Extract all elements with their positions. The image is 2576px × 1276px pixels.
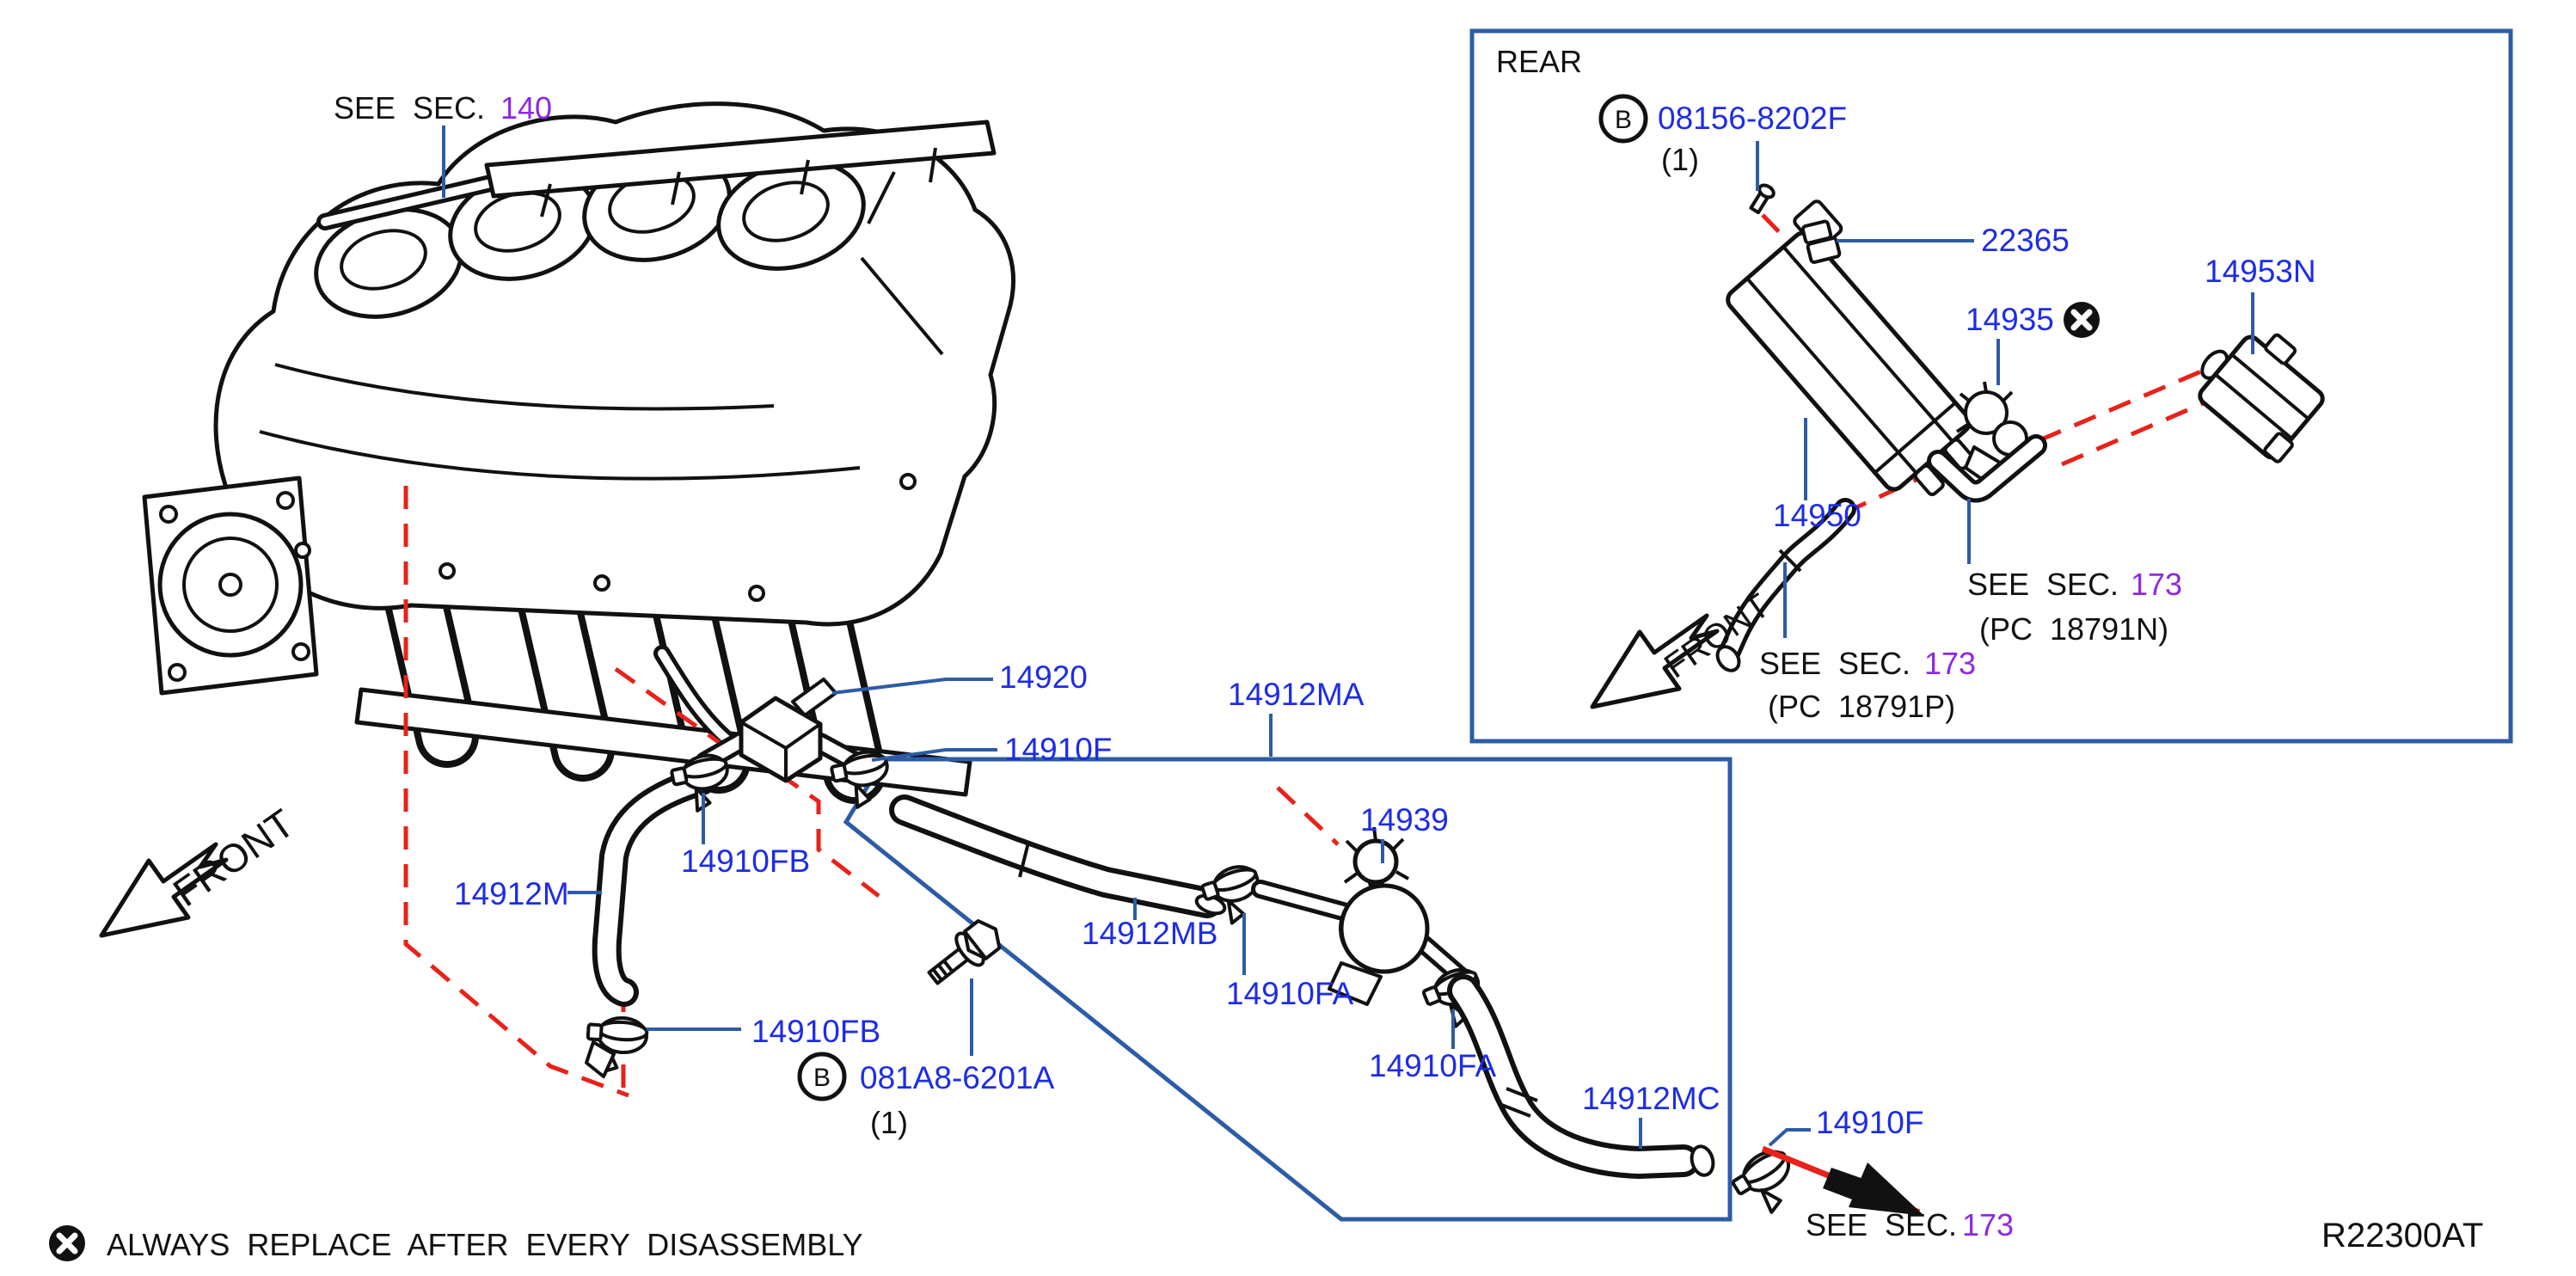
see-sec-n-text: SEE SEC. <box>1967 567 2119 602</box>
red-dash-manifold-to-valve <box>614 666 724 747</box>
red-dash-hose-connector-2 <box>2061 391 2226 467</box>
label-14910fa-2[interactable]: 14910FA <box>1369 1048 1496 1083</box>
label-14935[interactable]: 14935 <box>1966 302 2054 337</box>
rear-elbow-hose-drawing <box>1927 434 2047 503</box>
b-badge-letter-rear: B <box>1615 106 1632 134</box>
qty-main: (1) <box>870 1105 908 1140</box>
bolt-081a8-drawing <box>927 919 1002 985</box>
see-sec-140-number[interactable]: 140 <box>500 90 552 126</box>
see-sec-p-text: SEE SEC. <box>1759 646 1911 681</box>
label-14910fb-top[interactable]: 14910FB <box>681 844 810 879</box>
see-sec-n-number[interactable]: 173 <box>2131 567 2182 602</box>
hose-end-fitting <box>585 1040 616 1078</box>
red-dash-manifold-to-hose <box>403 486 629 1098</box>
clamp-14910fb-bottom <box>586 1015 649 1074</box>
label-081a8-6201a[interactable]: 081A8-6201A <box>860 1060 1055 1095</box>
red-dash-hose-connector-1 <box>2039 369 2202 443</box>
label-22365[interactable]: 22365 <box>1981 223 2070 258</box>
x-icon-footer <box>49 1225 85 1261</box>
rear-inset-box <box>1469 28 2513 744</box>
label-14910f-bottom[interactable]: 14910F <box>1816 1105 1924 1140</box>
purge-valve-tab <box>1328 961 1383 1006</box>
see-sec-173-bottom-text: SEE SEC. <box>1806 1207 1957 1242</box>
purge-valve-body <box>1339 883 1430 974</box>
label-14910f[interactable]: 14910F <box>1004 732 1113 767</box>
b-badge-circle-main <box>797 1052 847 1101</box>
connector-14953n-drawing <box>2198 333 2325 463</box>
label-14950[interactable]: 14950 <box>1773 498 1861 533</box>
hose-14912m-drawing <box>592 766 716 1007</box>
b-badge-letter-main: B <box>813 1064 831 1092</box>
footer-note-text: ALWAYS REPLACE AFTER EVERY DISASSEMBLY <box>107 1227 863 1262</box>
direction-arrow-tail <box>1823 1168 1866 1202</box>
label-08156-8202f[interactable]: 08156-8202F <box>1658 101 1847 136</box>
x-icon-rear <box>2064 302 2100 338</box>
clamp-14910fa-1 <box>1200 865 1260 925</box>
label-14912m[interactable]: 14912M <box>454 876 569 911</box>
label-14912ma[interactable]: 14912MA <box>1228 677 1365 712</box>
label-14910fb-bottom[interactable]: 14910FB <box>751 1014 880 1049</box>
manifold-fuel-rail <box>316 120 997 230</box>
front-arrow-main: FRONT <box>99 801 303 938</box>
qty-rear: (1) <box>1661 142 1699 177</box>
label-14912mc[interactable]: 14912MC <box>1582 1081 1720 1116</box>
see-sec-ref-18791n: SEE SEC. 173 (PC 18791N) <box>1967 567 2182 647</box>
hose-14912mc-drawing <box>1447 974 1715 1179</box>
see-sec-p-number[interactable]: 173 <box>1924 646 1976 681</box>
direction-arrowhead <box>1849 1163 1924 1216</box>
clamp-14910f-bottom <box>1731 1150 1791 1214</box>
purge-valve-connector <box>1352 838 1399 885</box>
leader-lines <box>442 126 2254 1149</box>
red-dash-purge-valve <box>1276 786 1340 846</box>
see-sec-140-text: SEE SEC. <box>334 90 485 126</box>
bolt-08156-drawing <box>1749 183 1776 215</box>
throttle-body <box>142 475 319 696</box>
evap-service-valve-14920 <box>695 678 872 783</box>
purge-valve-14939-drawing <box>1251 826 1473 1006</box>
rear-long-hose-drawing <box>1715 498 1856 672</box>
label-14920[interactable]: 14920 <box>999 659 1088 695</box>
valve-body <box>739 696 823 783</box>
footer-note: ALWAYS REPLACE AFTER EVERY DISASSEMBLY <box>49 1225 863 1262</box>
manifold-surface-details <box>259 171 944 602</box>
see-sec-ref-18791p: SEE SEC. 173 (PC 18791P) <box>1759 646 1976 724</box>
pc-18791p-text: (PC 18791P) <box>1768 689 1955 724</box>
front-arrow-rear: FRONT <box>1590 586 1776 709</box>
bolt-callout-main: B 081A8-6201A (1) <box>797 1052 1055 1140</box>
rear-title: REAR <box>1496 44 1582 79</box>
red-dash-valve-to-hose <box>777 771 880 898</box>
see-sec-173-bottom-number[interactable]: 173 <box>1962 1207 2014 1242</box>
hose-assembly-box <box>843 757 1733 1222</box>
label-14939[interactable]: 14939 <box>1360 802 1449 837</box>
clamp-14910fb-top <box>670 753 729 813</box>
drawing-number: R22300AT <box>2321 1217 2483 1255</box>
bracket-22365-drawing <box>1800 219 1842 264</box>
front-label-main: FRONT <box>165 801 303 915</box>
intake-manifold-drawing <box>142 101 1015 804</box>
pc-18791n-text: (PC 18791N) <box>1979 611 2168 647</box>
label-14912mb[interactable]: 14912MB <box>1082 916 1217 951</box>
bolt-callout-rear: B 08156-8202F (1) <box>1598 94 1847 177</box>
label-14910fa-1[interactable]: 14910FA <box>1226 976 1353 1011</box>
label-14953n[interactable]: 14953N <box>2205 254 2316 289</box>
b-badge-circle-rear <box>1598 94 1648 144</box>
hose-14912mb-drawing <box>889 794 1227 918</box>
